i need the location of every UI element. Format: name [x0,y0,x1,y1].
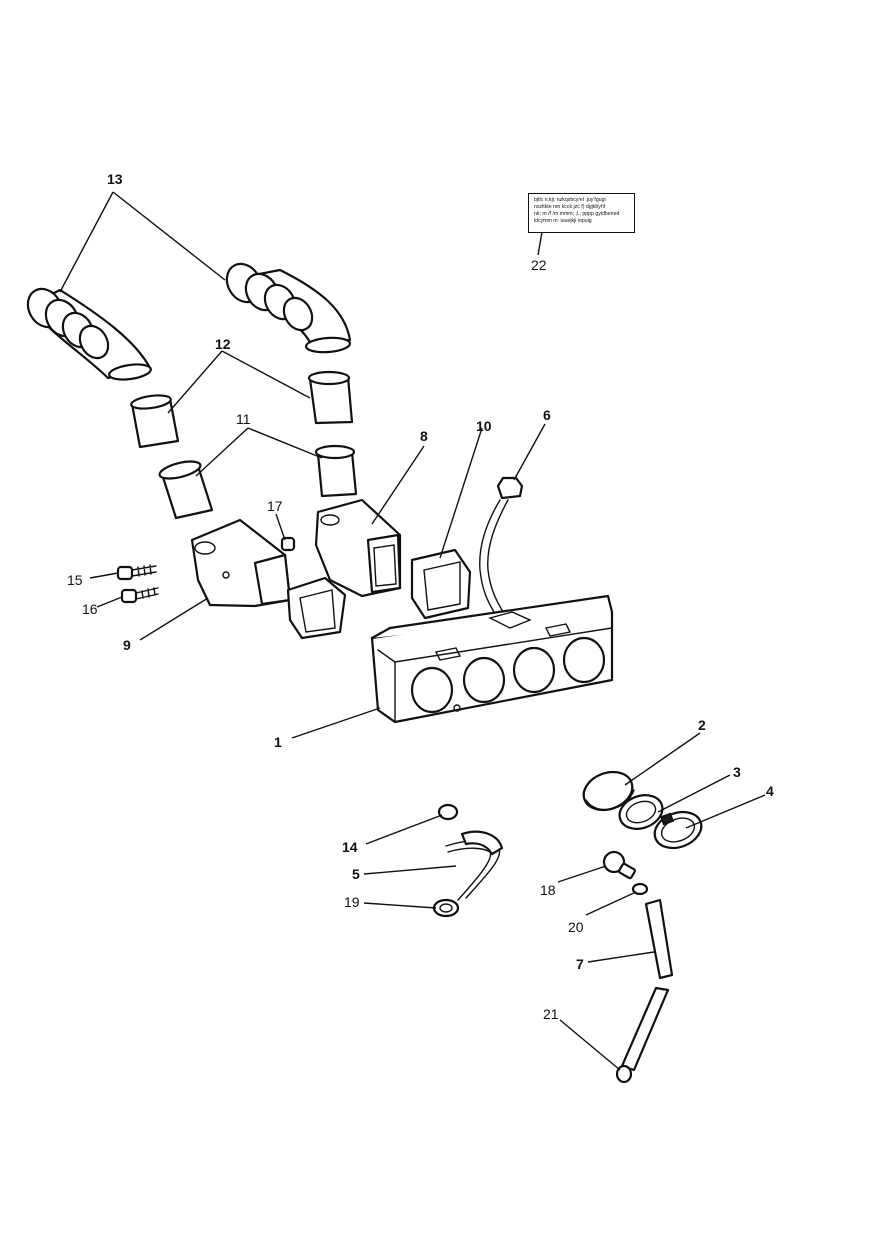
callout-19: 19 [344,894,360,910]
callout-17: 17 [267,498,283,514]
callout-6: 6 [543,407,551,423]
callout-13: 13 [107,171,123,187]
airbox [370,594,614,724]
sleeve-lower-left [158,460,214,520]
callout-11: 11 [236,411,251,427]
callout-22: 22 [531,257,547,273]
bolt-15 [116,564,157,581]
label-line: ldcymm m. iuuejkji iopuig [534,218,592,224]
bolt-16 [120,587,159,604]
callout-2: 2 [698,717,706,733]
sleeve-lower-right [314,444,358,498]
label-line: nszltkte nm kcck jzc f) dgjkbyhf [534,204,606,210]
callout-4: 4 [766,783,774,799]
intake-duct-left [26,287,152,381]
hose-clip-19 [432,898,460,918]
breather-grommet [479,476,524,613]
callout-21: 21 [543,1006,559,1022]
callout-10: 10 [476,418,492,434]
spring-clip [618,794,664,830]
washer-20 [631,882,649,896]
callout-8: 8 [420,428,428,444]
callout-5: 5 [352,866,360,882]
drain-hose [620,898,674,1072]
callout-15: 15 [67,572,83,588]
callout-7: 7 [576,956,584,972]
sleeve-upper-left [130,394,180,449]
callout-3: 3 [733,764,741,780]
seal-ring [582,770,635,812]
intake-duct-right [225,262,352,354]
intake-adaptor-centre [314,498,402,598]
callout-1: 1 [274,734,282,750]
callout-14: 14 [342,839,358,855]
intake-adaptor-left [190,518,292,608]
label-line: bjtlc n.kji; nzkqsbcy/el .juy'fgugi [534,197,606,203]
callout-16: 16 [82,601,98,617]
sleeve-upper-right [307,370,354,425]
intake-boot-right [410,548,472,620]
label-line: nk; m /f /m mmm; ;l.; pppp gykfbened [534,211,620,217]
drain-plug [615,1064,633,1084]
hose-clip-14 [437,803,459,821]
breather-hose-5 [445,830,504,901]
callout-labels: 13 12 11 17 8 10 6 22 15 16 9 1 2 3 4 14… [67,171,774,1022]
callout-20: 20 [568,919,584,935]
banjo-union [602,850,636,880]
callout-12: 12 [215,336,231,352]
plug [280,536,296,552]
warning-label: bjtlc n.kji; nzkqsbcy/el .juy'fgugi nszl… [528,193,635,233]
callout-18: 18 [540,882,556,898]
callout-9: 9 [123,637,131,653]
leader-lines [59,191,766,1071]
intake-boot-left [286,576,347,640]
